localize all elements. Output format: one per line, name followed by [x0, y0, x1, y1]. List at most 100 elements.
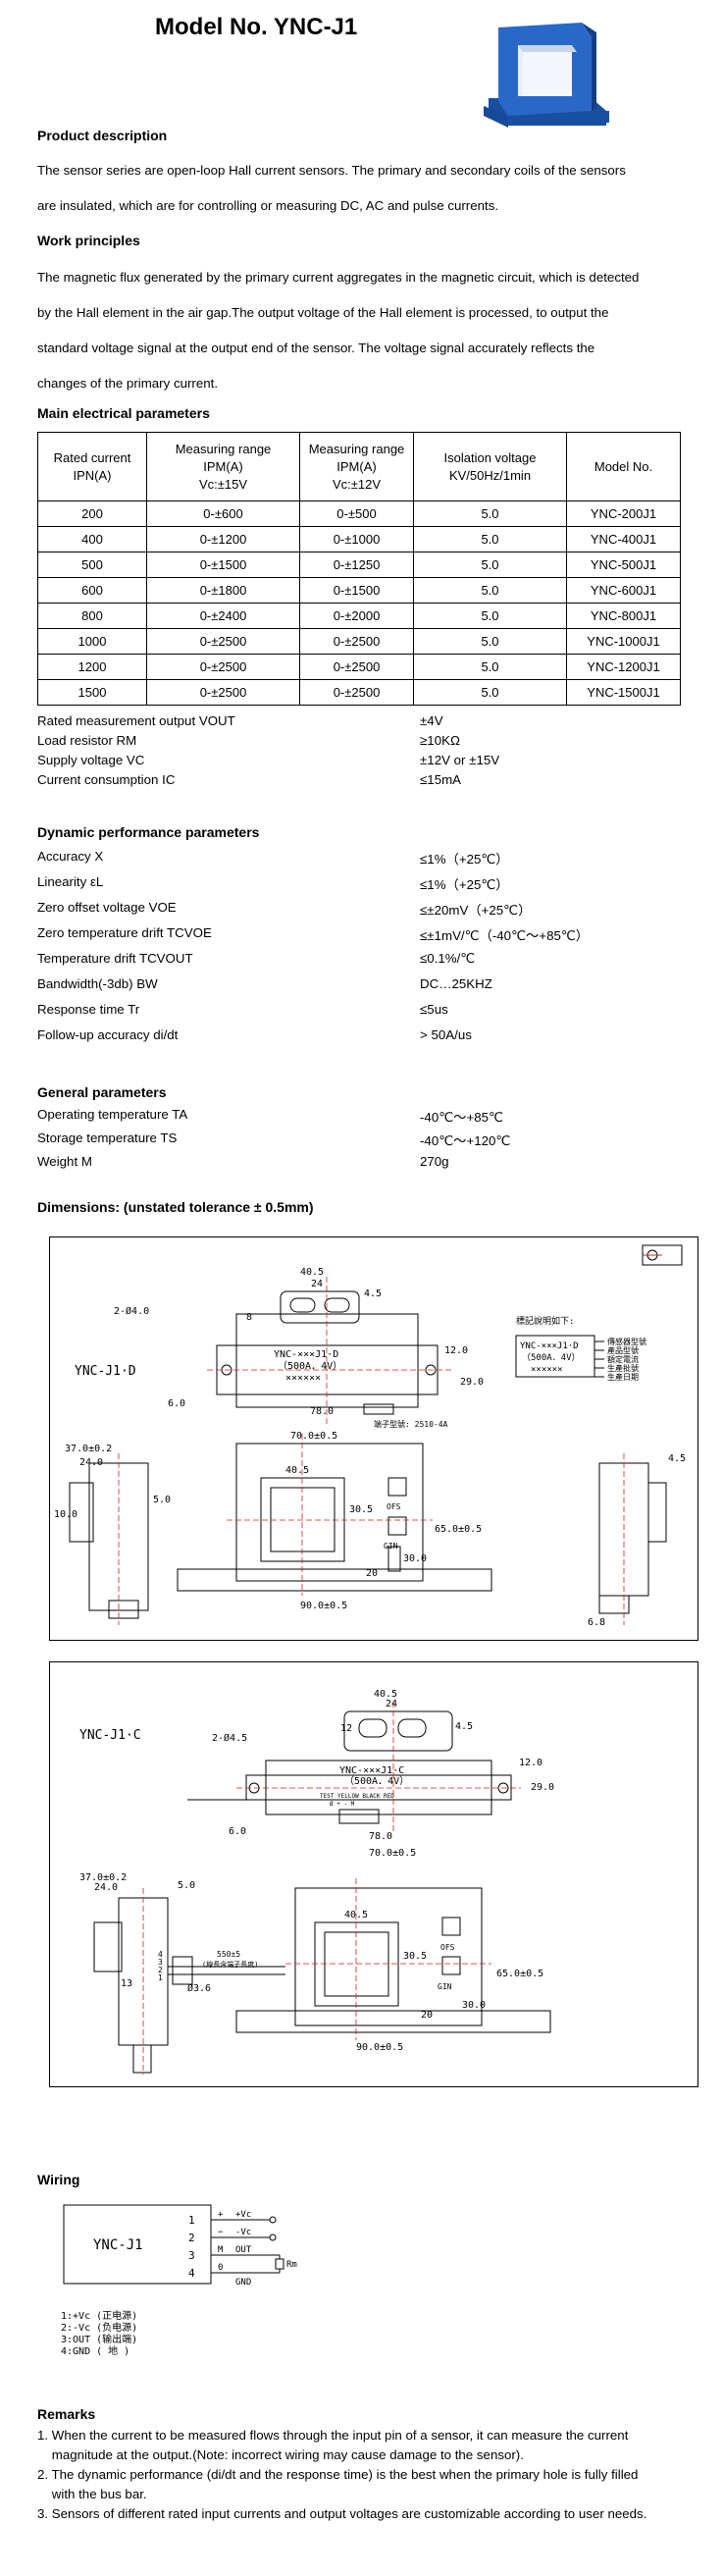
dim-text: 2-Ø4.0	[114, 1305, 149, 1317]
dim-text: 5.0	[153, 1495, 171, 1505]
wiring-diagram: YNC-J1 1 2 3 4 + − M 0 +Vc -Vc OUT GND R…	[59, 2200, 373, 2298]
table-cell: 5.0	[413, 654, 567, 680]
table-cell: 1000	[37, 628, 147, 655]
remark-line: magnitude at the output.(Note: incorrect…	[37, 2447, 524, 2462]
param-value: DC…25KHZ	[420, 976, 492, 991]
product-description-line: are insulated, which are for controlling…	[37, 198, 499, 213]
work-principles-text: The magnetic flux generated by the prima…	[37, 260, 714, 401]
dim-text: 40.5	[285, 1465, 309, 1476]
dim-text: GIN	[438, 1982, 452, 1991]
param-label: Zero temperature drift TCVOE	[37, 925, 212, 940]
pin-number: 3	[158, 1958, 163, 1967]
column-header-model: Model No.	[566, 432, 681, 501]
drawing-label: YNC-J1·C	[79, 1728, 141, 1743]
dim-text: 24.0	[94, 1882, 118, 1893]
table-cell: YNC-500J1	[566, 552, 681, 578]
dim-text: 78.0	[369, 1831, 392, 1842]
table-cell: 5.0	[413, 500, 567, 527]
table-cell: 5.0	[413, 679, 567, 706]
table-cell: 0-±1500	[299, 577, 414, 604]
label-text: YNC-×××J1·C	[339, 1765, 404, 1776]
remark-line: with the bus bar.	[37, 2487, 147, 2501]
note-item: 傳感器型號	[607, 1337, 646, 1346]
note-item: 生產日期	[607, 1372, 639, 1382]
dimension-drawing-d: YNC-J1·D 40.5 24 8 4.5 2-Ø4.0 6.0 78.0 1…	[49, 1236, 698, 1641]
dim-text: (線長含端子長度)	[202, 1960, 258, 1969]
dim-text: 40.5	[300, 1267, 324, 1278]
param-label: Rated measurement output VOUT	[37, 713, 235, 728]
dim-text: 70.0±0.5	[369, 1848, 416, 1859]
wiring-heading: Wiring	[37, 2172, 80, 2187]
remarks-list: 1. When the current to be measured flows…	[37, 2426, 714, 2524]
table-cell: 0-±1800	[146, 577, 300, 604]
dim-text: 13	[121, 1978, 132, 1989]
dim-text: 78.0	[310, 1406, 334, 1417]
table-cell: YNC-200J1	[566, 500, 681, 527]
work-principles-line: standard voltage signal at the output en…	[37, 341, 595, 355]
dim-text: 5.0	[178, 1880, 195, 1891]
product-description-heading: Product description	[37, 128, 168, 143]
dim-text: OFS	[440, 1943, 455, 1952]
note-title: 標記說明如下:	[516, 1315, 574, 1327]
dim-text: 37.0±0.2	[65, 1444, 112, 1454]
table-cell: 5.0	[413, 603, 567, 629]
dim-text: 90.0±0.5	[356, 2042, 403, 2053]
general-heading: General parameters	[37, 1084, 167, 1100]
param-value: -40℃～+85℃	[420, 1110, 503, 1125]
param-value: 270g	[420, 1154, 449, 1169]
page-title: Model No. YNC-J1	[155, 14, 358, 40]
electrical-params: Rated measurement output VOUT ±4V Load r…	[0, 713, 723, 792]
param-value: ±12V or ±15V	[420, 753, 500, 767]
table-cell: 0-±2500	[299, 628, 414, 655]
dim-text: 6.0	[229, 1826, 246, 1837]
work-principles-line: changes of the primary current.	[37, 376, 219, 391]
remark-line: 2. The dynamic performance (di/dt and th…	[37, 2467, 639, 2482]
dim-text: 24	[311, 1279, 323, 1289]
table-cell: 0-±2500	[299, 679, 414, 706]
dimensions-heading: Dimensions: (unstated tolerance ± 0.5mm)	[37, 1199, 314, 1215]
table-cell: 0-±500	[299, 500, 414, 527]
dim-text: GIN	[384, 1542, 398, 1551]
dim-text: 10.0	[54, 1509, 77, 1520]
table-cell: 0-±2500	[146, 654, 300, 680]
dimension-drawing-c: YNC-J1·C 40.5 24 12 4.5 2-Ø4.5 6.0 78.0 …	[49, 1661, 698, 2087]
table-cell: 5.0	[413, 628, 567, 655]
label-text: （500A．4V）	[344, 1775, 409, 1787]
param-label: Storage temperature TS	[37, 1130, 178, 1145]
pin-number: 3	[188, 2249, 195, 2262]
table-cell: 5.0	[413, 526, 567, 552]
dim-text: 12.0	[519, 1758, 542, 1768]
drawing-d-svg: YNC-J1·D 40.5 24 8 4.5 2-Ø4.0 6.0 78.0 1…	[54, 1244, 686, 1628]
table-cell: 500	[37, 552, 147, 578]
table-cell: 0-±1500	[146, 552, 300, 578]
table-cell: 0-±2500	[299, 654, 414, 680]
dim-text: 12	[340, 1723, 352, 1734]
table-cell: 0-±1250	[299, 552, 414, 578]
table-cell: 0-±600	[146, 500, 300, 527]
pin-number: 1	[158, 1973, 163, 1982]
dim-text: 29.0	[460, 1377, 484, 1388]
dim-text: 37.0±0.2	[79, 1872, 127, 1883]
dim-text: 20	[366, 1568, 378, 1579]
dim-text: 6.8	[588, 1617, 605, 1628]
resistor-label: Rm	[286, 2260, 297, 2270]
wiring-legend-item: 4:GND ( 地 )	[61, 2346, 130, 2357]
dynamic-heading: Dynamic performance parameters	[37, 824, 260, 840]
param-label: Temperature drift TCVOUT	[37, 951, 193, 966]
pin-mark: +	[218, 2210, 224, 2220]
pin-number: 4	[188, 2267, 195, 2280]
dim-text: 90.0±0.5	[300, 1601, 347, 1611]
wiring-legend: 1:+Vc (正电源) 2:-Vc (负电源) 3:OUT (输出端) 4:GN…	[61, 2311, 137, 2358]
note-box-text: ××××××	[531, 1365, 563, 1375]
main-electrical-heading: Main electrical parameters	[37, 405, 210, 421]
table-cell: 0-±2500	[146, 628, 300, 655]
param-label: Accuracy X	[37, 849, 104, 864]
